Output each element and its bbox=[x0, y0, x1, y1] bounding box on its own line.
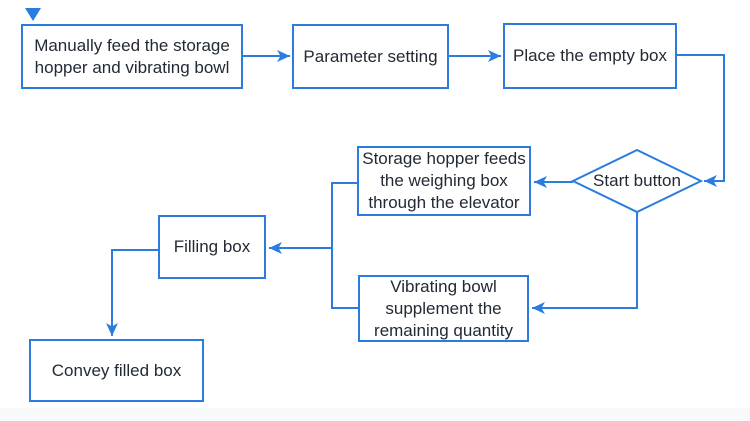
node-place-empty-box: Place the empty box bbox=[503, 23, 677, 89]
node-manual-feed: Manually feed the storage hopper and vib… bbox=[21, 24, 243, 89]
node-start-button-diamond bbox=[570, 148, 704, 214]
bottom-strip bbox=[0, 408, 750, 421]
node-start-button-label: Start button bbox=[593, 171, 681, 190]
node-storage-hopper: Storage hopper feeds the weighing box th… bbox=[357, 146, 531, 216]
edge-filling-to-convey bbox=[106, 249, 158, 336]
edge-start-to-vibrating bbox=[532, 212, 638, 314]
edge-merge-rail bbox=[331, 182, 358, 309]
edge-place-to-start bbox=[677, 54, 725, 187]
triangle-marker-icon bbox=[25, 8, 41, 21]
node-convey-filled-box: Convey filled box bbox=[29, 339, 204, 402]
node-filling-box: Filling box bbox=[158, 215, 266, 279]
node-vibrating-bowl: Vibrating bowl supplement the remaining … bbox=[358, 275, 529, 342]
node-parameter-setting: Parameter setting bbox=[292, 24, 449, 89]
